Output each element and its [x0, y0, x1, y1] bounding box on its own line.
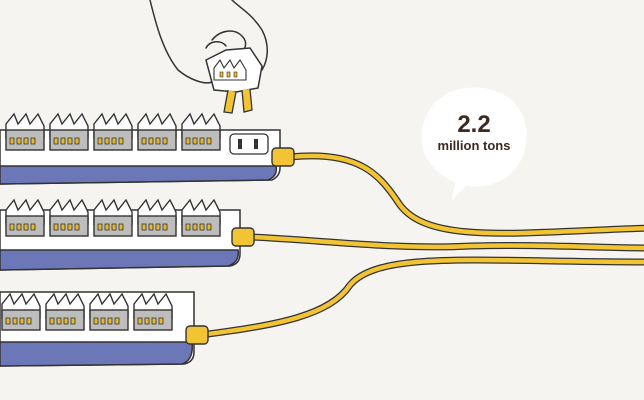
- factory-icon: [5, 199, 45, 237]
- factory-icon: [1, 293, 41, 331]
- factory-icon: [181, 199, 221, 237]
- factory-row-1: [5, 113, 221, 151]
- speech-bubble-icon: [421, 87, 527, 202]
- factory-icon: [45, 293, 85, 331]
- factory-icon: [49, 199, 89, 237]
- factory-icon: [89, 293, 129, 331]
- factory-icon: [137, 113, 177, 151]
- callout-text: 2.2 million tons: [424, 112, 524, 154]
- plug-icon: [205, 47, 263, 114]
- callout-unit: million tons: [437, 138, 511, 153]
- factory-icon: [49, 113, 89, 151]
- factory-icon: [93, 199, 133, 237]
- callout-value: 2.2: [457, 111, 491, 138]
- factory-icon: [5, 113, 45, 151]
- outlet-icon: [229, 133, 269, 155]
- factory-icon: [181, 113, 221, 151]
- factory-icon: [137, 199, 177, 237]
- factory-icon: [93, 113, 133, 151]
- factory-icon: [133, 293, 173, 331]
- factory-row-2: [5, 199, 221, 237]
